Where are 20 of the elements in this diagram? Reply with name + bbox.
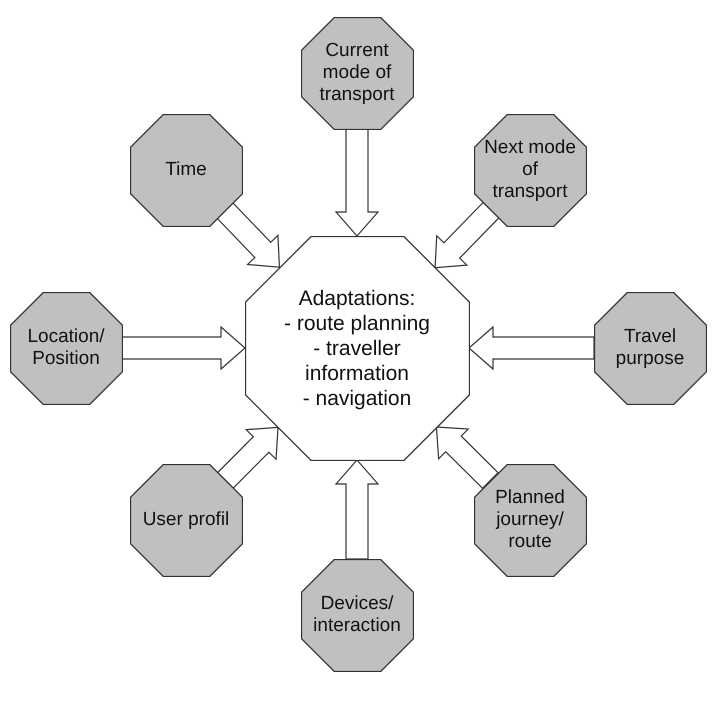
block-arrow <box>121 326 246 370</box>
block-arrow <box>334 459 380 560</box>
node-text: Adaptations: <box>298 286 416 310</box>
node-text: Next mode of transport <box>484 137 576 203</box>
node-text: Location/ Position <box>26 326 106 370</box>
node-text: Time <box>165 159 207 181</box>
node-text: Devices/ interaction <box>312 593 402 637</box>
block-arrow <box>216 202 280 268</box>
block-arrow <box>468 326 595 370</box>
block-arrow <box>436 426 499 490</box>
node-text: Current mode of transport <box>318 40 396 106</box>
node-text: - traveller information <box>304 336 410 386</box>
block-arrow <box>216 426 279 489</box>
node-text: Planned journey/ route <box>494 487 566 553</box>
node-text: Travel purpose <box>614 326 686 370</box>
block-arrow <box>334 128 380 237</box>
node-text: - navigation <box>302 386 412 410</box>
node-text: - route planning <box>284 310 430 336</box>
node-text: User profil <box>142 509 230 531</box>
block-arrow <box>434 202 500 268</box>
